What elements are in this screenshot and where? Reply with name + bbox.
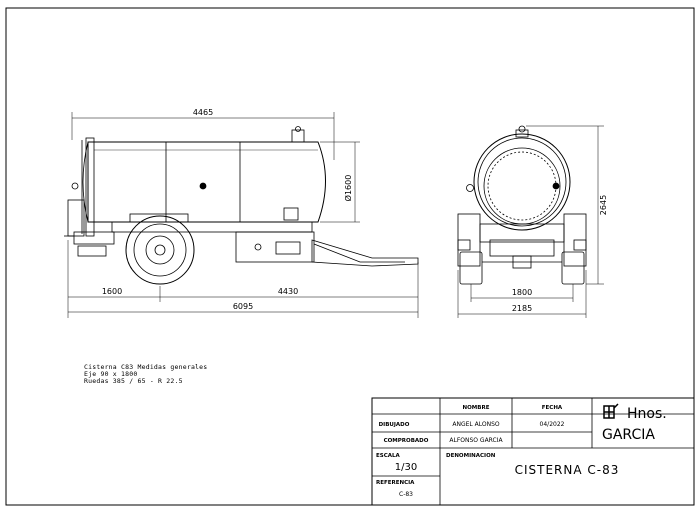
- tb-label-dibujado: DIBUJADO: [379, 422, 410, 428]
- rear-hatch: [483, 147, 561, 225]
- tb-value-denominacion: CISTERNA C-83: [515, 463, 620, 477]
- side-view: [64, 112, 419, 318]
- rear-view: [457, 125, 604, 318]
- company-name-line2: GARCIA: [602, 427, 655, 443]
- company-logo: Hnos. GARCIA: [602, 403, 667, 443]
- side-tank-body: [87, 141, 326, 223]
- side-rear-flange: [85, 137, 95, 237]
- tb-value-comprobado: ALFONSO GARCIA: [449, 437, 503, 444]
- side-chassis: [111, 221, 313, 233]
- notes-line-1: Cisterna C83 Medidas generales: [84, 363, 208, 371]
- dim-rear-track: 1800: [512, 288, 532, 297]
- rear-wheel-right: [561, 251, 585, 285]
- tb-label-escala: ESCALA: [376, 453, 401, 459]
- notes-line-2: Eje 90 x 1800: [84, 370, 138, 378]
- tb-value-escala: 1/30: [395, 462, 417, 473]
- rear-wheel-left: [459, 251, 483, 285]
- dim-rear-height: 2645: [599, 195, 608, 215]
- side-fitting: [199, 182, 207, 190]
- rear-tank-outline: [473, 133, 571, 231]
- dim-side-diameter: Ø1600: [343, 175, 353, 202]
- company-name-line1: Hnos.: [627, 406, 667, 422]
- side-pump-box: [235, 231, 315, 263]
- dim-side-drawbar: 4430: [278, 287, 298, 296]
- dim-side-rear: 1600: [102, 287, 122, 296]
- rear-chassis: [479, 223, 565, 243]
- tb-value-dibujado: ANGEL ALONSO: [452, 421, 500, 428]
- dim-rear-width: 2185: [512, 304, 532, 313]
- tb-value-referencia: C-83: [399, 491, 413, 498]
- side-top-dome: [291, 129, 305, 143]
- dim-side-total: 6095: [233, 302, 253, 311]
- tb-label-denominacion: DENOMINACION: [446, 453, 496, 459]
- tb-label-comprobado: COMPROBADO: [384, 438, 429, 444]
- title-block: [371, 397, 695, 506]
- tb-header-fecha: FECHA: [542, 405, 563, 411]
- side-wheel: [125, 215, 195, 285]
- notes-line-3: Ruedas 385 / 65 - R 22.5: [84, 377, 183, 385]
- tb-date-dibujado: 04/2022: [540, 421, 565, 428]
- tb-label-referencia: REFERENCIA: [376, 480, 415, 486]
- dim-side-length: 4465: [193, 108, 213, 117]
- company-logo-icon: [603, 403, 619, 419]
- tb-header-nombre: NOMBRE: [463, 405, 490, 411]
- drawing-frame: [5, 7, 695, 506]
